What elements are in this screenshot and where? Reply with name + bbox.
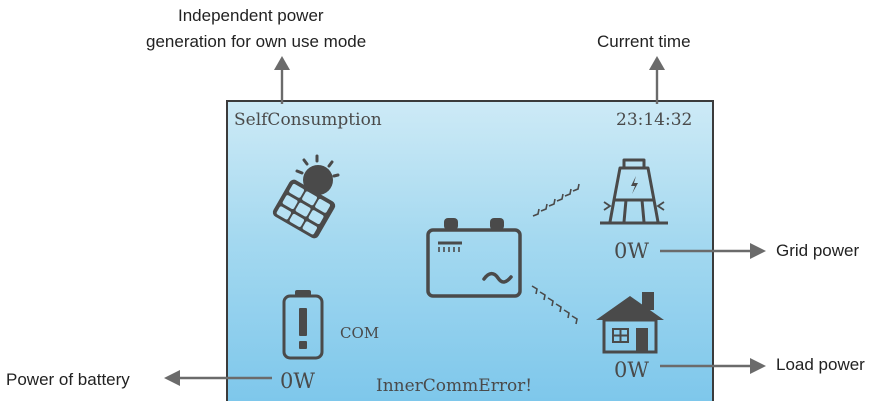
- com-label: COM: [340, 324, 380, 342]
- grid-tower-icon: [600, 158, 668, 225]
- mode-annotation-line1: Independent power: [178, 6, 324, 25]
- battery-warning-icon: [282, 290, 324, 360]
- status-message: InnerCommError!: [376, 376, 533, 396]
- grid-power-annotation: Grid power: [776, 241, 860, 260]
- mode-annotation-line2: generation for own use mode: [146, 32, 367, 51]
- battery-power-annotation: Power of battery: [6, 370, 130, 389]
- mode-label: SelfConsumption: [234, 110, 382, 130]
- house-icon: [596, 292, 664, 354]
- battery-power-value: 0W: [280, 369, 315, 393]
- solar-panel-icon: [272, 154, 340, 239]
- grid-power-value: 0W: [614, 239, 649, 263]
- load-power-annotation: Load power: [776, 355, 865, 374]
- current-time-annotation: Current time: [597, 32, 691, 51]
- load-power-value: 0W: [614, 358, 649, 382]
- lcd-display: SelfConsumption 23:14:32: [226, 100, 714, 401]
- inverter-battery-icon: [426, 218, 522, 298]
- time-label: 23:14:32: [616, 110, 693, 130]
